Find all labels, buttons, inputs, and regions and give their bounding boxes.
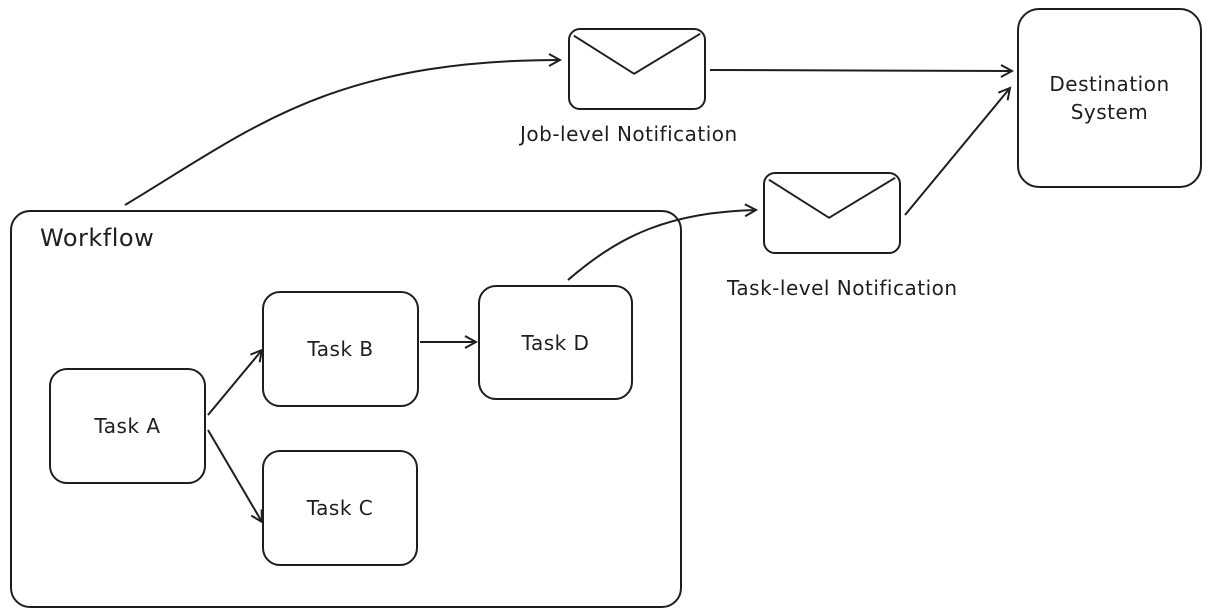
- task-level-notification-label: Task-level Notification: [727, 276, 958, 300]
- job-notification-envelope-icon[interactable]: [568, 28, 706, 110]
- task-d-label: Task D: [521, 330, 590, 355]
- arrow-task-a-to-task-b: [207, 350, 262, 416]
- workflow-title: Workflow: [40, 224, 155, 252]
- task-notification-envelope-icon[interactable]: [763, 172, 901, 254]
- task-c-label: Task C: [306, 496, 374, 520]
- envelope-flap: [768, 176, 896, 219]
- envelope-flap: [573, 32, 701, 75]
- task-b-node[interactable]: Task B: [262, 291, 419, 407]
- destination-system-node[interactable]: Destination System: [1017, 8, 1202, 188]
- job-level-notification-label: Job-level Notification: [520, 122, 738, 146]
- task-a-node[interactable]: Task A: [49, 368, 206, 484]
- task-d-node[interactable]: Task D: [478, 285, 633, 400]
- arrow-task-notification-to-destination: [904, 88, 1010, 216]
- arrow-task-a-to-task-c: [207, 429, 262, 522]
- arrow-task-d-to-task-notification: [567, 210, 756, 281]
- task-c-node[interactable]: Task C: [262, 450, 418, 566]
- workflow-container: [10, 210, 682, 608]
- destination-label-line1: Destination: [1049, 72, 1170, 96]
- task-a-label: Task A: [94, 414, 161, 438]
- destination-label-line2: System: [1070, 100, 1149, 124]
- arrow-workflow-to-job-notification: [124, 60, 560, 206]
- arrow-job-notification-to-destination: [709, 70, 1012, 71]
- task-b-label: Task B: [307, 337, 374, 361]
